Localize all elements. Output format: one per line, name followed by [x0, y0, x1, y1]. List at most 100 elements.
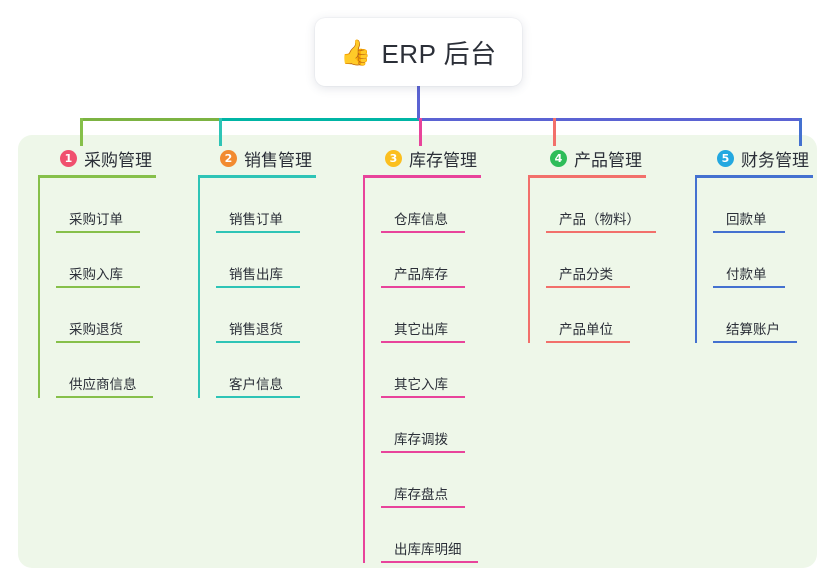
branch-item-rule: [216, 286, 300, 288]
branch-item-label: 供应商信息: [69, 377, 137, 392]
branch-item[interactable]: 产品分类: [546, 233, 656, 288]
root-node[interactable]: 👍 ERP 后台: [315, 18, 522, 86]
branch-item[interactable]: 库存盘点: [381, 453, 481, 508]
branch-column-3: 3 库存管理仓库信息产品库存其它出库其它入库库存调拨库存盘点出库库明细: [363, 146, 481, 563]
branch-item-rule: [381, 286, 465, 288]
branch-item-label: 采购订单: [69, 212, 123, 227]
branch-title-2: 销售管理: [244, 150, 312, 170]
branch-item-label: 采购入库: [69, 267, 123, 282]
branch-drop-line-4: [553, 118, 556, 146]
branch-item-label: 采购退货: [69, 322, 123, 337]
branch-item-label: 出库库明细: [394, 542, 462, 557]
branch-item-rule: [216, 396, 300, 398]
branch-item-rule: [546, 231, 656, 233]
branch-item-label: 结算账户: [726, 322, 780, 337]
branch-column-5: 5 财务管理回款单付款单结算账户: [695, 146, 813, 343]
branch-item-rule: [381, 561, 478, 563]
branch-item[interactable]: 销售退货: [216, 288, 316, 343]
branch-badge-3: 3: [385, 149, 402, 167]
branch-item-rule: [56, 396, 153, 398]
branch-header-3[interactable]: 3 库存管理: [363, 146, 481, 170]
branch-item-rule: [381, 341, 465, 343]
branch-drop-line-1: [80, 118, 83, 146]
branch-title-3: 库存管理: [409, 150, 477, 170]
branch-items-4: 产品（物料） 产品分类产品单位: [528, 178, 656, 343]
branch-item-rule: [56, 286, 140, 288]
branch-drop-line-5: [799, 118, 802, 146]
background-panel: [18, 135, 817, 568]
branch-item[interactable]: 采购入库: [56, 233, 156, 288]
branch-item-label: 销售退货: [229, 322, 283, 337]
branch-item[interactable]: 销售订单: [216, 178, 316, 233]
bus-segment-green: [80, 118, 219, 121]
branch-item-rule: [56, 341, 140, 343]
branch-items-2: 销售订单销售出库销售退货客户信息: [198, 178, 316, 398]
branch-item[interactable]: 付款单: [713, 233, 813, 288]
branch-item[interactable]: 库存调拨: [381, 398, 481, 453]
branch-item-label: 销售订单: [229, 212, 283, 227]
branch-item-label: 产品库存: [394, 267, 448, 282]
branch-badge-2: 2: [220, 149, 237, 167]
branch-item[interactable]: 采购订单: [56, 178, 156, 233]
branch-items-1: 采购订单采购入库采购退货供应商信息: [38, 178, 156, 398]
branch-item-rule: [713, 286, 785, 288]
branch-item-rule: [546, 341, 630, 343]
branch-badge-5: 5: [717, 149, 734, 167]
branch-item-rule: [546, 286, 630, 288]
branch-item[interactable]: 其它出库: [381, 288, 481, 343]
bus-segment-teal: [219, 118, 419, 121]
branch-header-2[interactable]: 2 销售管理: [198, 146, 316, 170]
branch-item-label: 其它出库: [394, 322, 448, 337]
branch-column-2: 2 销售管理销售订单销售出库销售退货客户信息: [198, 146, 316, 398]
root-stem-line: [417, 86, 420, 120]
branch-item[interactable]: 结算账户: [713, 288, 813, 343]
root-title: ERP 后台: [381, 38, 497, 69]
branch-item-label: 产品分类: [559, 267, 613, 282]
branch-item-label: 客户信息: [229, 377, 283, 392]
branch-item[interactable]: 出库库明细: [381, 508, 481, 563]
branch-title-5: 财务管理: [741, 150, 809, 170]
branch-item[interactable]: 产品（物料）: [546, 178, 656, 233]
branch-item-label: 回款单: [726, 212, 767, 227]
branch-badge-1: 1: [60, 149, 77, 167]
branch-header-rule-2: [198, 175, 316, 178]
branch-item[interactable]: 供应商信息: [56, 343, 156, 398]
branch-items-3: 仓库信息产品库存其它出库其它入库库存调拨库存盘点出库库明细: [363, 178, 481, 563]
branch-header-1[interactable]: 1 采购管理: [38, 146, 156, 170]
branch-item-rule: [381, 231, 465, 233]
branch-item[interactable]: 产品单位: [546, 288, 656, 343]
branch-item-rule: [216, 231, 300, 233]
bus-segment-blue: [419, 118, 802, 121]
branch-item-rule: [56, 231, 140, 233]
branch-item-rule: [381, 396, 465, 398]
branch-drop-line-3: [419, 118, 422, 146]
branch-item[interactable]: 其它入库: [381, 343, 481, 398]
branch-item[interactable]: 客户信息: [216, 343, 316, 398]
branch-item-rule: [713, 341, 797, 343]
branch-spine-5: [695, 178, 697, 343]
branch-item[interactable]: 仓库信息: [381, 178, 481, 233]
branch-item[interactable]: 回款单: [713, 178, 813, 233]
branch-item-label: 库存盘点: [394, 487, 448, 502]
branch-title-1: 采购管理: [84, 150, 152, 170]
branch-spine-2: [198, 178, 200, 398]
branch-item-rule: [713, 231, 785, 233]
branch-item-label: 产品单位: [559, 322, 613, 337]
branch-title-4: 产品管理: [574, 150, 642, 170]
branch-item-label: 其它入库: [394, 377, 448, 392]
branch-item-rule: [381, 506, 465, 508]
branch-header-rule-3: [363, 175, 481, 178]
branch-item-rule: [381, 451, 465, 453]
branch-item-label: 库存调拨: [394, 432, 448, 447]
branch-header-5[interactable]: 5 财务管理: [695, 146, 813, 170]
branch-item[interactable]: 销售出库: [216, 233, 316, 288]
branch-spine-4: [528, 178, 530, 343]
branch-item-label: 销售出库: [229, 267, 283, 282]
branch-item[interactable]: 产品库存: [381, 233, 481, 288]
branch-column-1: 1 采购管理采购订单采购入库采购退货供应商信息: [38, 146, 156, 398]
branch-item-label: 仓库信息: [394, 212, 448, 227]
branch-items-5: 回款单付款单结算账户: [695, 178, 813, 343]
branch-item[interactable]: 采购退货: [56, 288, 156, 343]
